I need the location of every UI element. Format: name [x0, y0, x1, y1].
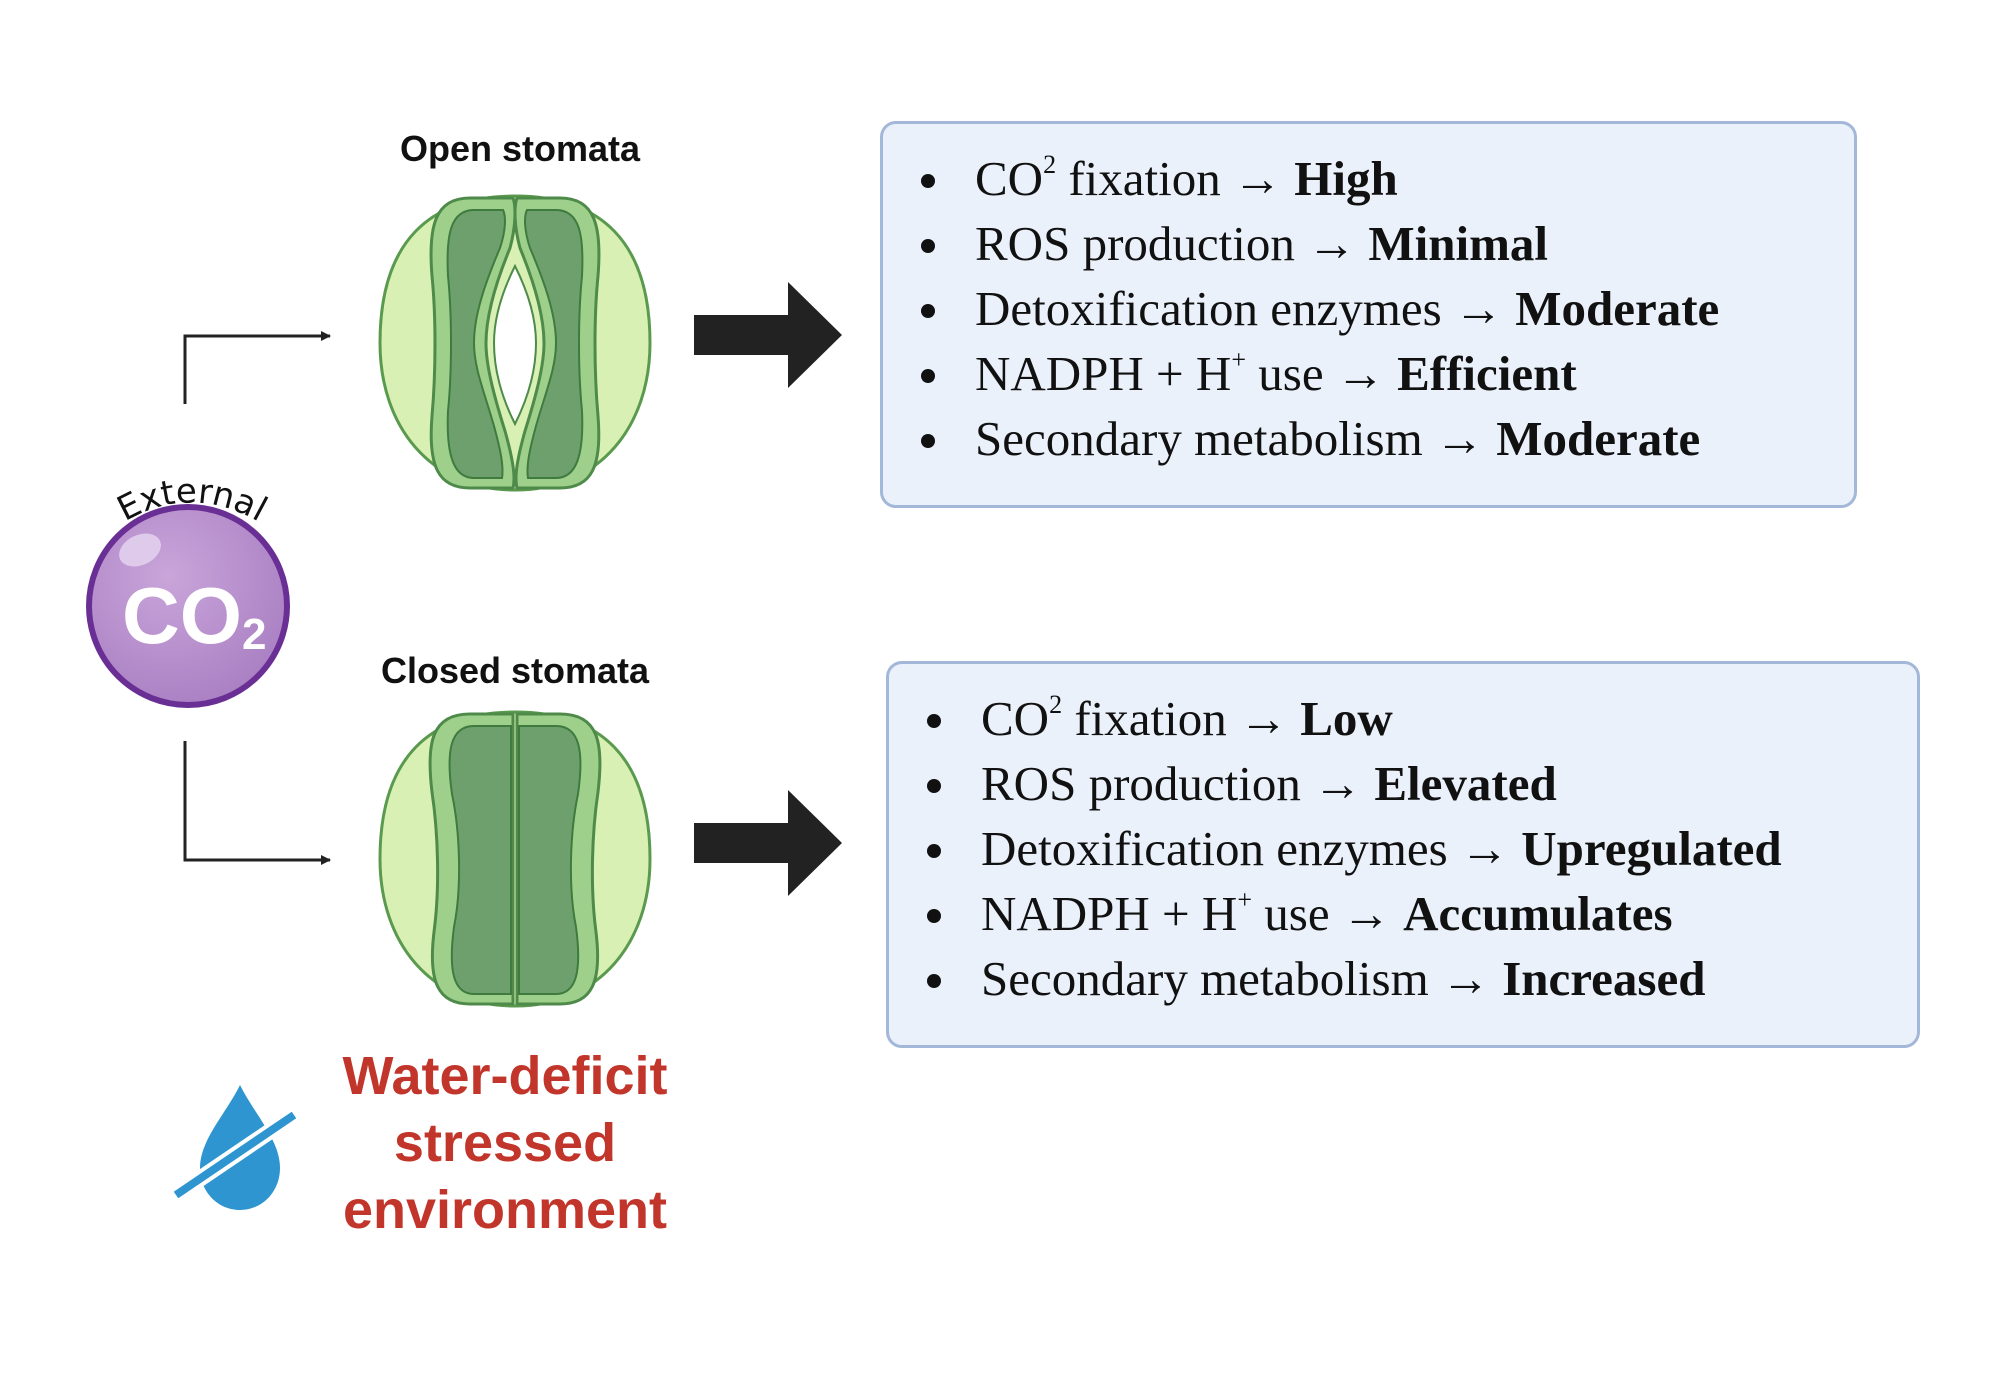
list-item: NADPH + H+ use → Efficient [883, 341, 1854, 406]
closed-result-arrow [694, 790, 842, 896]
co2-label: CO2 [122, 570, 266, 662]
co2-sphere-graphic: External [86, 471, 290, 708]
connector-to-closed-stomata [183, 741, 331, 865]
open-stomata-effects-box: CO2 fixation → High ROS production → Min… [880, 121, 1857, 508]
list-item: Detoxification enzymes → Upregulated [889, 816, 1917, 881]
stress-line-3: environment [342, 1180, 668, 1240]
list-item: Secondary metabolism → Increased [889, 946, 1917, 1011]
closed-stomata-effects-box: CO2 fixation → Low ROS production → Elev… [886, 661, 1920, 1048]
list-item: ROS production → Elevated [889, 751, 1917, 816]
stress-line-2: stressed [393, 1113, 617, 1173]
list-item: CO2 fixation → Low [889, 686, 1917, 751]
list-item: Secondary metabolism → Moderate [883, 406, 1854, 471]
co2-label-main: CO [122, 571, 242, 660]
stress-environment-label: Water-deficit stressed environment [330, 1043, 680, 1244]
closed-stomata-icon [378, 710, 652, 1008]
open-stomata-title: Open stomata [399, 128, 641, 169]
list-item: CO2 fixation → High [883, 146, 1854, 211]
stress-line-1: Water-deficit [342, 1046, 668, 1106]
closed-effects-list: CO2 fixation → Low ROS production → Elev… [889, 686, 1917, 1011]
closed-stomata-title: Closed stomata [380, 650, 650, 691]
co2-molecule: External CO2 [82, 470, 302, 720]
no-water-drop-icon [171, 1085, 299, 1210]
open-effects-list: CO2 fixation → High ROS production → Min… [883, 146, 1854, 471]
list-item: NADPH + H+ use → Accumulates [889, 881, 1917, 946]
connector-to-open-stomata [183, 331, 331, 404]
co2-label-subscript: 2 [242, 610, 267, 659]
list-item: ROS production → Minimal [883, 211, 1854, 276]
open-stomata-icon [378, 194, 652, 492]
list-item: Detoxification enzymes → Moderate [883, 276, 1854, 341]
open-result-arrow [694, 282, 842, 388]
